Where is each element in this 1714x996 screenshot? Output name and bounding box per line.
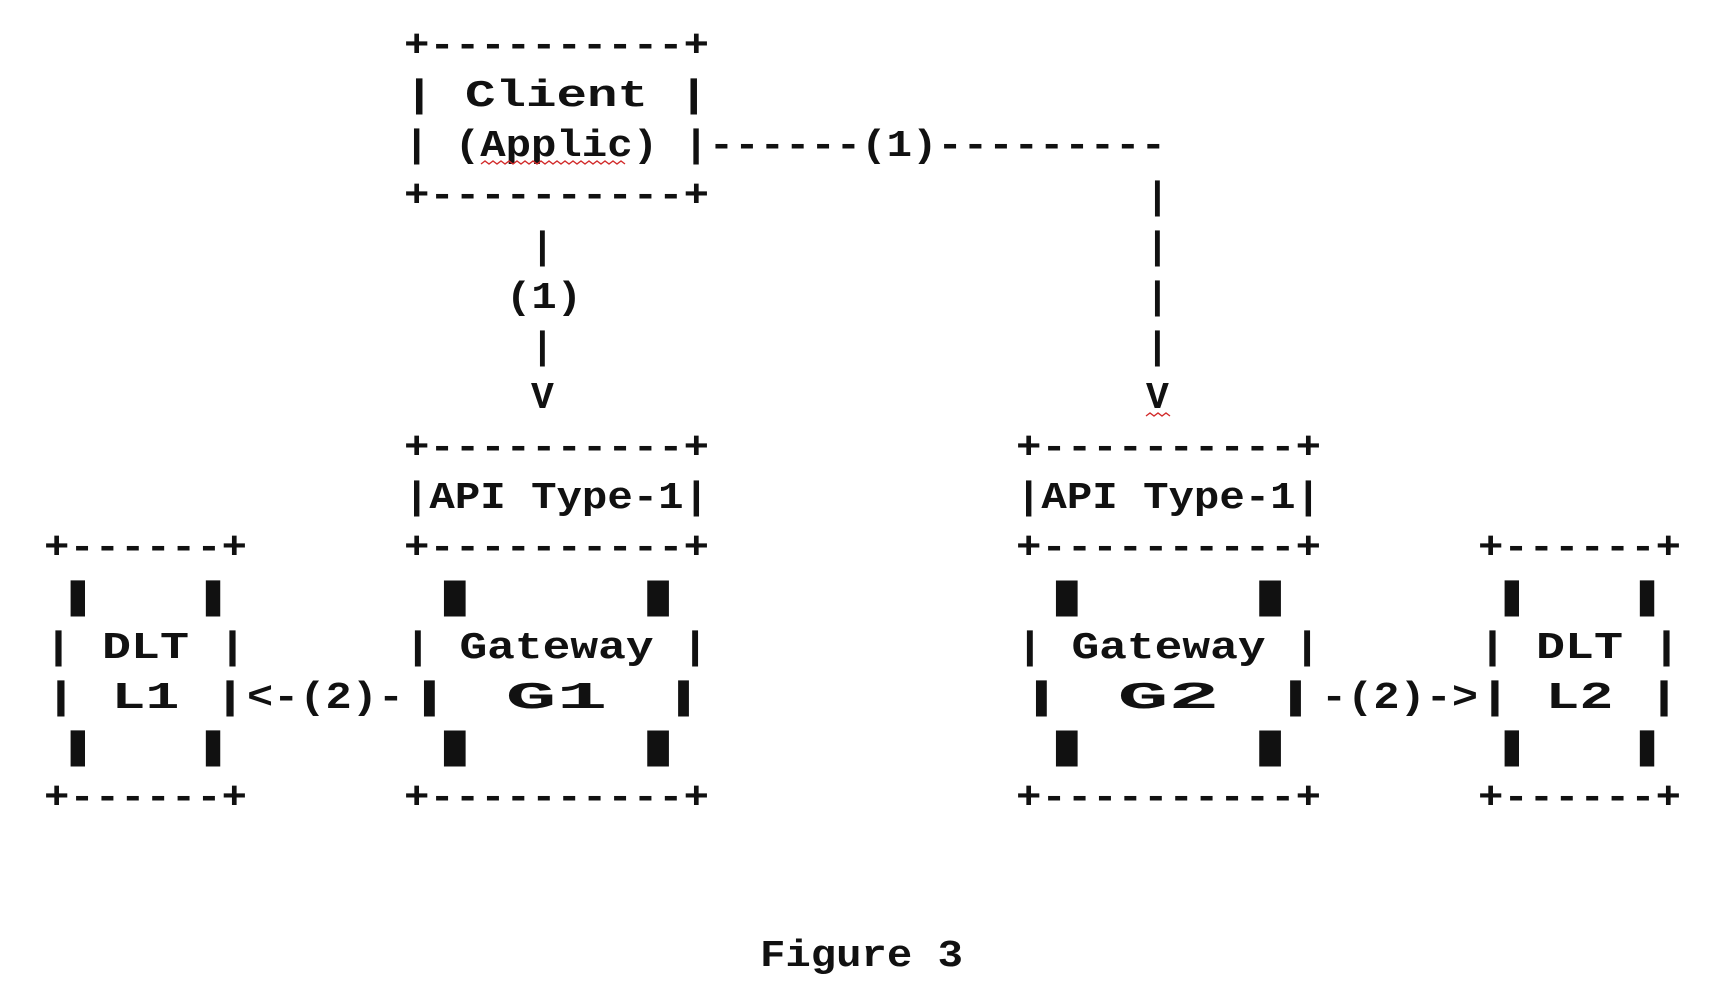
gateway-g1-empty-row-1: | |	[404, 577, 709, 620]
figure-caption: Figure 3	[760, 935, 963, 978]
connector-g2-pipe-4: |	[1146, 327, 1169, 370]
dlt-l2-top-border: +------+	[1478, 527, 1681, 570]
gateway-g1-empty-row-2: | |	[404, 727, 709, 770]
connector-client-to-g2: | | | | V	[1145, 177, 1171, 420]
connector-g1-pipe-1: |	[531, 227, 554, 270]
client-application-box: +----------+ | Client | | (Applic) |----…	[404, 25, 1166, 218]
spellcheck-underline-applic	[480, 160, 626, 165]
gateway-g2-bottom-border: +----------+	[1016, 777, 1321, 820]
link-g1-to-l1-arrow: <-(2)-	[247, 677, 404, 720]
dlt-l1-box: +------+ | | | DLT | | L1 | | | +------+	[44, 527, 247, 820]
client-box-applic-line-with-link-1: | (Applic) |------(1)---------	[404, 125, 1166, 168]
client-box-top-border: +----------+	[404, 25, 709, 68]
connector-g2-pipe-3: |	[1146, 277, 1169, 320]
connector-g1-label: (1)	[506, 277, 582, 320]
connector-g1-arrow-head: V	[531, 377, 554, 420]
gateway-g2-name-line: | Gateway |	[1016, 627, 1321, 670]
dlt-l1-top-border: +------+	[44, 527, 247, 570]
dlt-l2-id-line: | L2 |	[1478, 677, 1681, 720]
gateway-g2-box: +----------+ | | | Gateway | | G2 | | | …	[1016, 527, 1321, 820]
connector-g2-pipe-2: |	[1146, 227, 1169, 270]
client-box-bottom-border: +----------+	[404, 175, 709, 218]
spellcheck-underline-v	[1145, 412, 1171, 417]
api-box-g1-top-border: +----------+	[404, 427, 709, 470]
dlt-l2-box: +------+ | | | DLT | | L2 | | | +------+	[1478, 527, 1681, 820]
api-type-1-box-g2: +----------+ |API Type-1|	[1016, 427, 1321, 520]
connector-g2-pipe-1: |	[1146, 177, 1169, 220]
gateway-g1-name-line: | Gateway |	[404, 627, 709, 670]
gateway-g2-id-line: | G2 |	[1016, 677, 1321, 720]
gateway-g2-top-border: +----------+	[1016, 527, 1321, 570]
connector-g1-pipe-2: |	[531, 327, 554, 370]
dlt-l1-id-line: | L1 |	[44, 677, 247, 720]
client-box-name-line: | Client |	[404, 75, 709, 118]
connector-client-to-g1: | (1) | V	[506, 227, 582, 420]
connector-g2-arrow-head: V	[1146, 377, 1169, 420]
link-g2-to-l2-arrow: -(2)->	[1321, 677, 1478, 720]
api-box-g1-label: |API Type-1|	[404, 477, 709, 520]
gateway-g2-empty-row-2: | |	[1016, 727, 1321, 770]
dlt-l1-empty-row-2: | |	[44, 727, 247, 770]
dlt-l2-empty-row-1: | |	[1478, 577, 1681, 620]
dlt-l1-bottom-border: +------+	[44, 777, 247, 820]
gateway-g1-id-line: | G1 |	[404, 677, 709, 720]
api-type-1-box-g1: +----------+ |API Type-1|	[404, 427, 709, 520]
gateway-g1-bottom-border: +----------+	[404, 777, 709, 820]
gateway-g1-box: +----------+ | | | Gateway | | G1 | | | …	[404, 527, 709, 820]
dlt-l1-empty-row-1: | |	[44, 577, 247, 620]
dlt-l1-name-line: | DLT |	[44, 627, 247, 670]
dlt-l2-bottom-border: +------+	[1478, 777, 1681, 820]
api-box-g2-top-border: +----------+	[1016, 427, 1321, 470]
gateway-g1-top-border: +----------+	[404, 527, 709, 570]
dlt-l2-name-line: | DLT |	[1478, 627, 1681, 670]
gateway-g2-empty-row-1: | |	[1016, 577, 1321, 620]
api-box-g2-label: |API Type-1|	[1016, 477, 1321, 520]
dlt-l2-empty-row-2: | |	[1478, 727, 1681, 770]
